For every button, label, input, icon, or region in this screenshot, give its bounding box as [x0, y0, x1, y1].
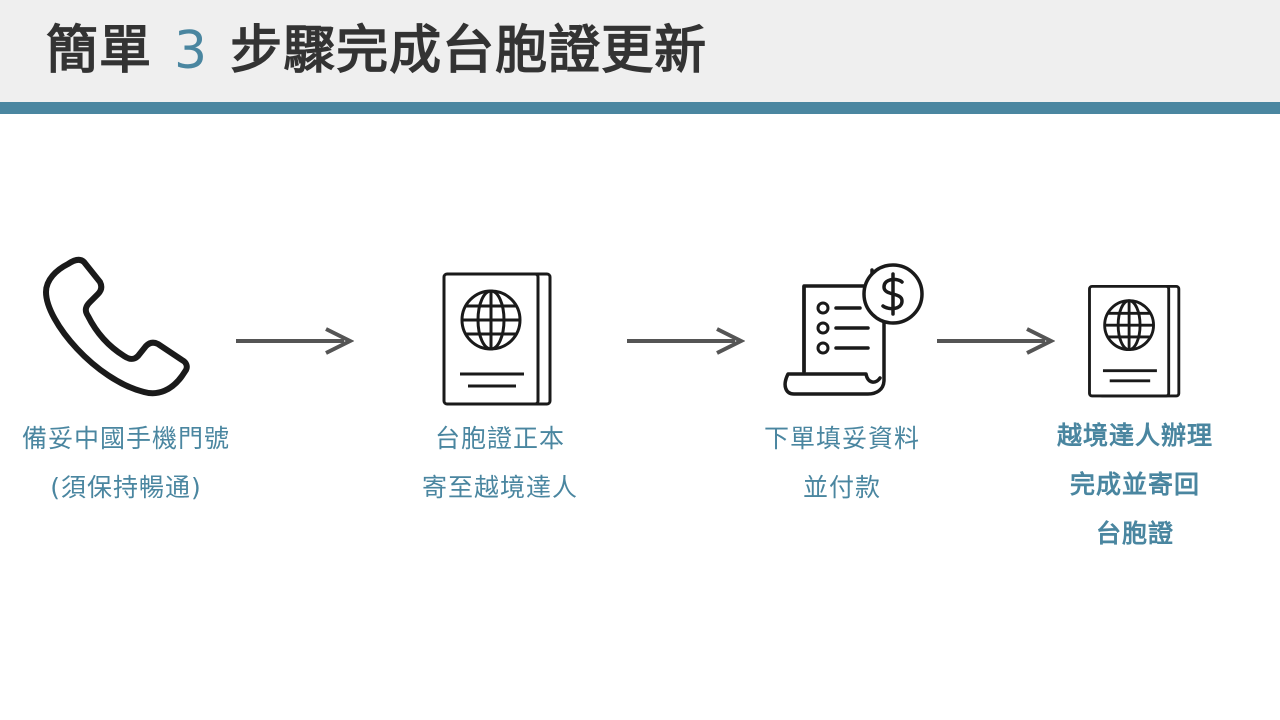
header-divider	[0, 102, 1280, 114]
passport-icon	[1088, 284, 1181, 398]
page-title: 簡單 3 步驟完成台胞證更新	[46, 14, 707, 88]
step-2-line-1: 台胞證正本	[434, 424, 565, 453]
step-4-line-1: 越境達人辦理	[1056, 421, 1213, 450]
passport-icon	[442, 272, 552, 406]
title-step-count: 3	[174, 21, 209, 81]
header-bar	[0, 0, 1280, 102]
arrow-right-icon	[236, 327, 354, 355]
step-4-line-2: 完成並寄回	[1069, 470, 1200, 499]
arrow-right-icon	[937, 327, 1055, 355]
phone-icon	[43, 256, 190, 397]
arrow-right-icon	[627, 327, 745, 355]
step-1-label: 備妥中國手機門號 (須保持暢通)	[0, 414, 252, 512]
step-3-label: 下單填妥資料 並付款	[722, 414, 962, 512]
step-3-line-1: 下單填妥資料	[763, 424, 920, 453]
invoice-dollar-icon	[783, 263, 924, 396]
step-1-line-2: (須保持暢通)	[50, 473, 202, 502]
title-suffix: 步驟完成台胞證更新	[230, 21, 708, 81]
step-1-line-1: 備妥中國手機門號	[21, 424, 230, 453]
title-prefix: 簡單	[46, 21, 153, 81]
step-3-line-2: 並付款	[802, 473, 881, 502]
step-2-line-2: 寄至越境達人	[421, 473, 578, 502]
step-2-label: 台胞證正本 寄至越境達人	[380, 414, 620, 512]
step-4-line-3: 台胞證	[1095, 519, 1174, 548]
step-4-label: 越境達人辦理 完成並寄回 台胞證	[1015, 411, 1255, 558]
